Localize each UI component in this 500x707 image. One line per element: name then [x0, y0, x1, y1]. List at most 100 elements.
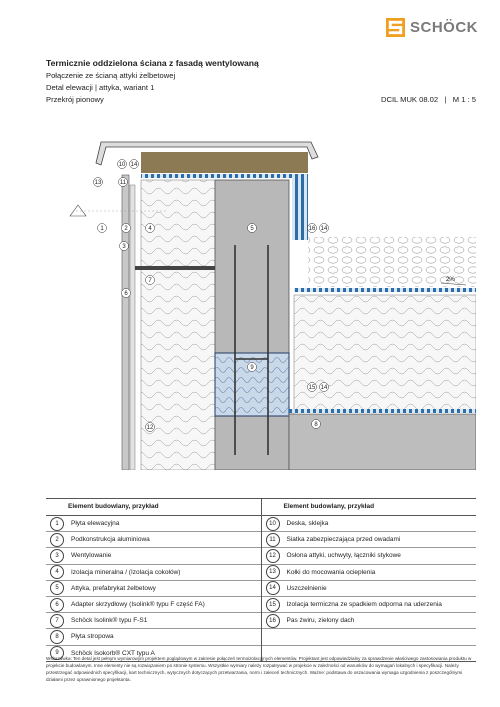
- legend-number: 6: [50, 597, 64, 612]
- svg-text:1: 1: [100, 226, 104, 232]
- legend-number: 14: [265, 581, 280, 596]
- svg-text:16: 16: [309, 226, 316, 232]
- legend-number: 2: [50, 532, 64, 547]
- legend-row: 3 Wentylowanie: [46, 548, 261, 565]
- legend-label: Płyta elewacyjna: [71, 520, 120, 528]
- brand-logo: SCHÖCK: [385, 18, 478, 37]
- section-drawing: 2% 1 2 3 4 5 6 7 8 9 10 11 12 13 14 14 1…: [69, 141, 476, 470]
- legend-row: 4 Izolacja mineralna / (Izolacja cokołów): [46, 565, 261, 581]
- legend-header-right: Element budowlany, przykład: [261, 499, 476, 516]
- section-label: Przekrój pionowy: [46, 95, 104, 104]
- svg-text:14: 14: [321, 226, 328, 232]
- roof-membrane-top: [294, 288, 476, 292]
- legend-number: 12: [265, 548, 280, 563]
- callout-1: 1: [97, 223, 107, 233]
- legend-label: Izolacja mineralna / (Izolacja cokołów): [71, 568, 181, 576]
- callout-14a: 14: [129, 159, 139, 169]
- svg-text:4: 4: [148, 226, 152, 232]
- drawing-scale: M 1 : 5: [452, 95, 476, 104]
- elevation-marker: [69, 204, 87, 217]
- legend-label: Izolacja termiczna ze spadkiem odporna n…: [286, 601, 442, 609]
- legend-label: Pas żwiru, zielony dach: [286, 617, 355, 625]
- callout-6: 6: [121, 288, 131, 298]
- reinforcement: [234, 245, 269, 455]
- slope-label: 2%: [446, 277, 455, 283]
- document-header: Termicznie oddzielona ściana z fasadą we…: [46, 58, 476, 104]
- legend-number: 3: [50, 548, 64, 563]
- callout-7: 7: [145, 275, 155, 285]
- detail-line: Detal elewacji | attyka, wariant 1: [46, 83, 155, 92]
- legend-number: 16: [265, 613, 280, 628]
- svg-text:3: 3: [122, 244, 126, 250]
- svg-text:14: 14: [321, 385, 328, 391]
- svg-text:10: 10: [119, 162, 126, 168]
- svg-text:2: 2: [124, 226, 128, 232]
- brand-name: SCHÖCK: [409, 19, 478, 36]
- svg-text:12: 12: [147, 425, 154, 431]
- schock-logo-mark: [385, 18, 405, 37]
- svg-text:14: 14: [131, 162, 138, 168]
- legend-left: Element budowlany, przykład 1 Płyta elewa…: [46, 499, 262, 661]
- legend-row: 1 Płyta elewacyjna: [46, 516, 261, 533]
- legend-label: Kołki do mocowania ocieplenia: [286, 568, 376, 576]
- legend-label: Adapter skrzydłowy (Isolink® typu F częś…: [71, 601, 205, 609]
- legend-row: [261, 629, 476, 646]
- code-separator: |: [444, 95, 447, 104]
- legend-label: Uszczelnienie: [286, 584, 327, 592]
- legend-table: Element budowlany, przykład 1 Płyta elewa…: [46, 498, 476, 662]
- legend-label: Schöck Isolink® typu F-S1: [71, 617, 148, 625]
- legend-label: Siatka zabezpieczająca przed owadami: [286, 536, 401, 544]
- page-subtitle: Połączenie ze ścianą attyki żelbetowej: [46, 71, 176, 80]
- legend-row: 8 Płyta stropowa: [46, 629, 261, 646]
- legend-label: Wentylowanie: [71, 552, 112, 560]
- section-row: Przekrój pionowy DCIL MUK 08.02 | M 1 : …: [46, 95, 476, 104]
- callout-15: 15: [307, 382, 317, 392]
- callouts: 1 2 3 4 5 6 7 8 9 10 11 12 13 14 14 14 1…: [93, 159, 329, 432]
- callout-14b: 14: [319, 223, 329, 233]
- callout-5: 5: [247, 223, 257, 233]
- callout-10: 10: [117, 159, 127, 169]
- svg-text:8: 8: [314, 422, 318, 428]
- callout-9: 9: [247, 362, 257, 372]
- callout-8: 8: [311, 419, 321, 429]
- svg-text:6: 6: [124, 291, 128, 297]
- callout-14c: 14: [319, 382, 329, 392]
- callout-12: 12: [145, 422, 155, 432]
- legend-row: 14 Uszczelnienie: [261, 581, 476, 597]
- legend-label: Podkonstrukcja aluminiowa: [71, 536, 150, 544]
- gravel-layer: [308, 237, 476, 287]
- svg-text:11: 11: [120, 180, 127, 186]
- callout-16: 16: [307, 223, 317, 233]
- legend-number: 13: [265, 565, 280, 580]
- legend-row: 16 Pas żwiru, zielony dach: [261, 613, 476, 630]
- legend-number: 1: [50, 516, 64, 531]
- legend-label: Schöck Isokorb® CXT typu A: [71, 649, 155, 657]
- legend-row: 6 Adapter skrzydłowy (Isolink® typu F czę…: [46, 597, 261, 614]
- legend-row: 12 Osłona attyki, uchwyty, łączniki styko…: [261, 548, 476, 565]
- legend-number: 8: [50, 629, 64, 644]
- legend-header-left: Element budowlany, przykład: [46, 499, 261, 516]
- legend-label: Osłona attyki, uchwyty, łączniki stykowe: [286, 552, 401, 560]
- facade-panel: [121, 174, 130, 470]
- legend-number: 5: [50, 581, 64, 596]
- legend-label: Płyta stropowa: [71, 633, 114, 641]
- callout-3: 3: [119, 241, 129, 251]
- roof-membrane: [289, 409, 476, 413]
- page-title: Termicznie oddzielona ściana z fasadą we…: [46, 58, 259, 68]
- legend-number: 4: [50, 565, 64, 580]
- svg-text:15: 15: [309, 385, 316, 391]
- slope-arrow: [440, 282, 467, 286]
- roof-insulation: [293, 294, 476, 415]
- code-scale: DCIL MUK 08.02 | M 1 : 5: [381, 95, 476, 104]
- callout-4: 4: [145, 223, 155, 233]
- parapet-capping: [95, 141, 319, 166]
- svg-text:7: 7: [148, 278, 152, 284]
- legend-number: 10: [265, 516, 280, 531]
- legend-number: 11: [265, 532, 280, 547]
- legend-row: 13 Kołki do mocowania ocieplenia: [261, 565, 476, 581]
